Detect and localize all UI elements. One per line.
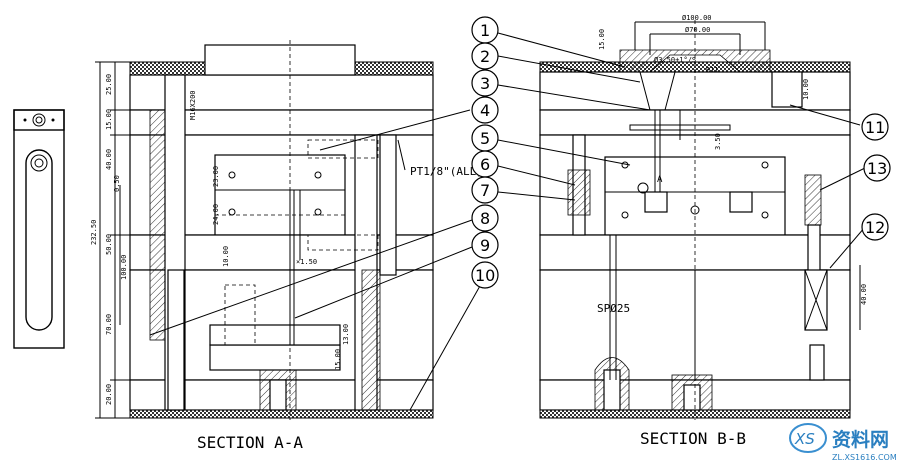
- dim-40: 40.00: [105, 149, 113, 170]
- svg-text:9: 9: [480, 236, 490, 255]
- dim-050: 0.50: [113, 175, 121, 192]
- balloon-7: 7: [471, 176, 499, 204]
- sprue-label: SPØ25: [597, 302, 630, 315]
- svg-text:XS: XS: [794, 430, 815, 448]
- svg-text:6: 6: [480, 155, 490, 174]
- dim-dia100: Ø100.00: [682, 14, 712, 22]
- svg-text:7: 7: [480, 181, 490, 200]
- dim-70: 70.00: [105, 314, 113, 335]
- section-a-drawing: [95, 40, 434, 420]
- svg-text:10: 10: [475, 266, 495, 285]
- dim-150: ×1.50: [296, 258, 317, 266]
- balloon-1: 1: [471, 16, 499, 44]
- dim-r11: R11: [706, 66, 719, 74]
- screw-spec: M16X200: [189, 90, 197, 120]
- section-b-title: SECTION B-B: [640, 429, 746, 448]
- dim-350: 3.50: [714, 133, 722, 150]
- dim-dia70: Ø70.00: [685, 26, 710, 34]
- dim-40: 40.00: [860, 284, 868, 305]
- dim-50: 50.00: [105, 234, 113, 255]
- balloon-12: 12: [861, 213, 889, 241]
- balloon-2: 2: [471, 42, 499, 70]
- side-view: [13, 109, 65, 349]
- svg-text:12: 12: [865, 218, 885, 237]
- dim-10: 10.00: [222, 246, 230, 267]
- svg-text:1: 1: [480, 21, 490, 40]
- svg-text:2: 2: [480, 47, 490, 66]
- dim-24: 24.00: [212, 204, 220, 225]
- balloon-11: 11: [861, 113, 889, 141]
- balloon-4: 4: [471, 96, 499, 124]
- dim-15: 15.00: [598, 29, 606, 50]
- dim-13: 13.00: [342, 324, 350, 345]
- detail-a-label: A: [657, 175, 663, 185]
- dim-25: 25.00: [105, 74, 113, 95]
- dim-232: 232.50: [90, 220, 98, 245]
- svg-text:3: 3: [480, 74, 490, 93]
- watermark-brand: 资料网: [832, 428, 889, 451]
- watermark-logo: XS: [789, 423, 827, 453]
- section-a-title: SECTION A-A: [197, 433, 303, 452]
- balloon-3: 3: [471, 69, 499, 97]
- balloon-9: 9: [471, 231, 499, 259]
- dim-20: 20.00: [105, 384, 113, 405]
- dim-15: 15.00: [105, 109, 113, 130]
- svg-text:11: 11: [865, 118, 885, 137]
- leader-lines: [149, 32, 866, 411]
- dim-100: 100.00: [120, 255, 128, 280]
- balloon-10: 10: [471, 261, 499, 289]
- watermark-url: ZL.XS1616.COM: [832, 453, 897, 462]
- svg-text:5: 5: [480, 129, 490, 148]
- pt-thread-label: PT1/8"(ALL): [410, 165, 483, 178]
- balloon-6: 6: [471, 150, 499, 178]
- dim-10: 10.00: [802, 79, 810, 100]
- svg-text:4: 4: [480, 101, 490, 120]
- balloon-8: 8: [471, 204, 499, 232]
- svg-text:8: 8: [480, 209, 490, 228]
- dim-gate: Ø3.50+1°/S: [654, 56, 696, 64]
- dim-15b: 15.00: [334, 349, 342, 370]
- balloon-5: 5: [471, 124, 499, 152]
- svg-text:13: 13: [867, 159, 887, 178]
- balloon-13: 13: [863, 154, 891, 182]
- dim-23: 23.00: [212, 166, 220, 187]
- section-b-drawing: [539, 20, 861, 420]
